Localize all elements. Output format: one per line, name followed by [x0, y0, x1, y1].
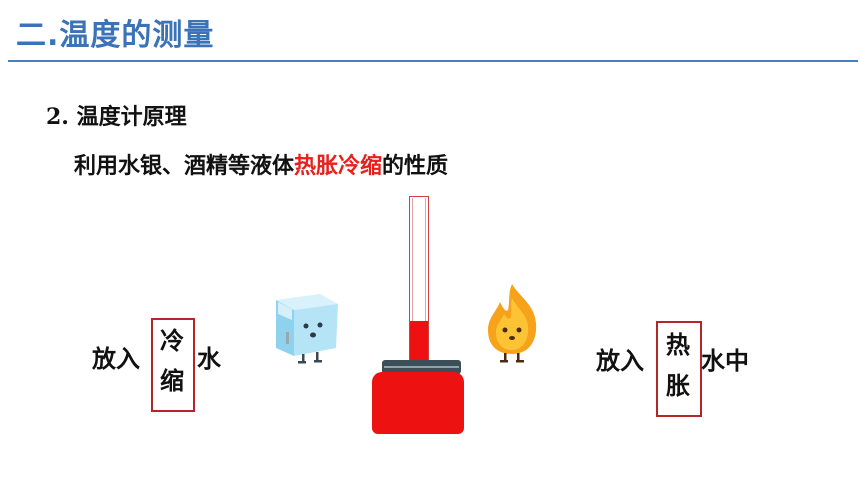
- slide-title: 二.温度的测量: [16, 18, 215, 53]
- left-box-char-1: 冷: [160, 327, 184, 355]
- left-highlight-box: [151, 318, 195, 412]
- right-suffix-label: 水中: [701, 347, 749, 375]
- subheading-number: 2.: [46, 104, 69, 130]
- principle-statement: 利用水银、酒精等液体热胀冷缩的性质: [74, 148, 448, 180]
- left-prefix-label: 放入: [92, 345, 140, 373]
- principle-text-before: 利用水银、酒精等液体: [74, 154, 295, 179]
- subheading-text: 温度计原理: [76, 105, 187, 130]
- right-box-char-2: 胀: [666, 372, 690, 400]
- flame-mascot-icon: [480, 280, 544, 370]
- principle-text-after: 的性质: [382, 154, 449, 179]
- right-prefix-label: 放入: [596, 347, 644, 375]
- thermometer-liquid-column: [410, 321, 428, 362]
- thermometer-bore: [412, 198, 426, 360]
- thermometer-cap-highlight: [384, 366, 459, 368]
- title-divider: [8, 60, 858, 62]
- right-box-char-1: 热: [666, 331, 690, 359]
- left-box-char-2: 缩: [160, 367, 184, 395]
- ice-cube-mascot-icon: [268, 286, 344, 370]
- left-suffix-label: 水: [197, 345, 221, 373]
- subheading: 2. 温度计原理: [46, 99, 187, 131]
- principle-highlight: 热胀冷缩: [294, 154, 383, 179]
- thermometer-bulb: [372, 372, 464, 434]
- right-highlight-box: [656, 321, 702, 417]
